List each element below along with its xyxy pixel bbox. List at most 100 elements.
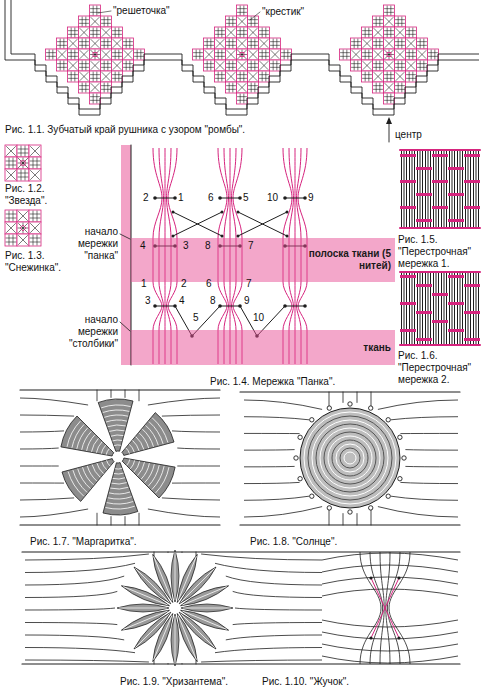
cross-stitch xyxy=(19,236,28,245)
petal-arc xyxy=(112,483,127,484)
border-line xyxy=(22,551,460,552)
grid-cell xyxy=(281,49,292,60)
lattice-stitch xyxy=(210,39,211,48)
cross-stitch xyxy=(249,51,257,59)
cross-stitch xyxy=(374,73,382,81)
lattice-stitch xyxy=(423,61,424,70)
stitch-dot xyxy=(369,636,372,639)
thread-line xyxy=(20,498,74,500)
lattice-stitch xyxy=(124,67,133,68)
lattice-stitch xyxy=(9,158,10,168)
lattice-stitch xyxy=(71,28,72,37)
cross-stitch xyxy=(7,147,16,156)
thread-line xyxy=(343,514,344,525)
petal-arc xyxy=(106,420,127,422)
grid-cell xyxy=(406,27,417,38)
grid-cell xyxy=(90,71,101,82)
lattice-stitch xyxy=(271,67,280,68)
grid-cell xyxy=(237,49,248,60)
ring-knot xyxy=(327,406,331,410)
thread-column xyxy=(478,272,479,345)
grid-cell xyxy=(90,82,101,93)
lattice-stitch xyxy=(18,177,28,178)
thread-line xyxy=(25,563,135,572)
cross-stitch xyxy=(102,29,110,37)
lattice-stitch xyxy=(216,34,225,35)
cross-stitch xyxy=(19,212,28,221)
thread-line xyxy=(329,510,330,525)
lattice-stitch xyxy=(379,17,380,26)
lattice-stitch xyxy=(102,41,111,42)
stitch-dot xyxy=(397,576,400,579)
toothed-edge xyxy=(11,0,479,109)
cross-stitch xyxy=(238,18,246,26)
star-center xyxy=(387,53,391,57)
lattice-stitch xyxy=(262,72,263,81)
grid-cell xyxy=(79,49,90,60)
stitch-line xyxy=(238,212,287,236)
grid-cell xyxy=(351,38,362,49)
petal-arc xyxy=(127,459,130,465)
thread-column xyxy=(406,150,407,228)
grid-cell xyxy=(384,93,395,104)
lattice-stitch xyxy=(229,17,230,26)
petal-arc xyxy=(115,468,122,470)
thread-column xyxy=(417,150,418,228)
lattice-stitch xyxy=(63,39,64,48)
cross-stitch xyxy=(113,40,121,48)
lattice-stitch xyxy=(363,30,372,31)
lattice-stitch xyxy=(124,63,133,64)
grid-cell xyxy=(373,82,384,93)
lattice-stitch xyxy=(385,34,394,35)
thread-column xyxy=(417,272,418,345)
callout-number: 10 xyxy=(253,312,264,324)
figure-caption: Рис. 1.5. "Перестрочная" мережка 1. xyxy=(398,234,480,270)
grid-cell xyxy=(237,38,248,49)
thread-line xyxy=(378,400,458,409)
grid-cell xyxy=(112,71,123,82)
lattice-stitch xyxy=(376,83,377,92)
stitch-line xyxy=(155,197,175,198)
cross-stitch xyxy=(363,62,371,70)
lattice-stitch xyxy=(210,61,211,70)
leader-line xyxy=(250,12,260,20)
lattice-stitch xyxy=(385,96,394,97)
cross-stitch xyxy=(363,40,371,48)
lattice-stitch xyxy=(243,28,244,37)
cross-stitch xyxy=(31,171,40,180)
petal-arc xyxy=(102,462,107,470)
sun-ring xyxy=(304,412,396,504)
lattice-stitch xyxy=(262,50,263,59)
grid-cell xyxy=(57,60,68,71)
lattice-stitch xyxy=(227,41,236,42)
grid-cell xyxy=(226,82,237,93)
grid-cell xyxy=(90,93,101,104)
grid-cell xyxy=(259,60,270,71)
lattice-stitch xyxy=(6,242,16,243)
grid-cell xyxy=(79,82,90,93)
cross-stitch xyxy=(80,29,88,37)
lattice-stitch xyxy=(240,6,241,15)
lattice-stitch xyxy=(58,67,67,68)
thread-line xyxy=(343,392,344,402)
petal xyxy=(62,459,114,502)
thread-column xyxy=(468,272,469,345)
lattice-stitch xyxy=(93,94,94,103)
lattice-stitch xyxy=(390,72,391,81)
lattice-stitch xyxy=(33,158,34,168)
thread-line xyxy=(226,576,322,585)
petal-vein xyxy=(154,556,172,600)
grid-cell xyxy=(395,27,406,38)
thread-line xyxy=(391,496,458,500)
grid-cell xyxy=(101,27,112,38)
lattice-stitch xyxy=(401,83,402,92)
star-center xyxy=(93,53,97,57)
stitch-line xyxy=(285,197,305,198)
callout-number: 7 xyxy=(248,240,254,252)
lattice-stitch xyxy=(238,30,247,31)
callout-number: 9 xyxy=(244,295,250,307)
grid-cell xyxy=(406,38,417,49)
lattice-stitch xyxy=(216,52,225,53)
petal-arc xyxy=(114,444,121,446)
grid-cell xyxy=(112,27,123,38)
